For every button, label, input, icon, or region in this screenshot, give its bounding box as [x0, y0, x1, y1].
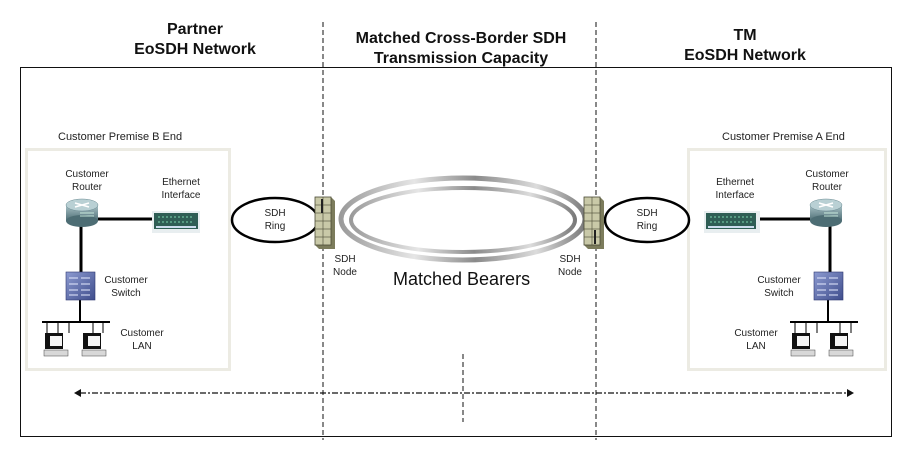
right-sdh-node-icon: [583, 196, 604, 249]
premise-a-title: Customer Premise A End: [722, 131, 845, 143]
right-switch-icon: [813, 271, 844, 301]
bearer-inner-ring: [349, 186, 577, 254]
customer-premise-a: [687, 148, 887, 371]
right-ethernet-interface-icon: [704, 211, 760, 233]
arrow-right-head-icon: [847, 389, 854, 397]
cross-border-header: Matched Cross-Border SDH Transmission Ca…: [330, 29, 592, 69]
network-frame: [20, 67, 892, 437]
header-line: Transmission Capacity: [373, 50, 549, 67]
right-sdh-ring: [603, 196, 691, 244]
tm-network-header: TM EoSDH Network: [660, 26, 830, 66]
left-ethernet-interface-icon: [152, 211, 200, 233]
partner-network-header: Partner EoSDH Network: [90, 20, 300, 60]
matched-bearers-label: Matched Bearers: [393, 269, 531, 289]
premise-b-title: Customer Premise B End: [58, 131, 183, 143]
header-line: EoSDH Network: [684, 47, 806, 64]
header-line: EoSDH Network: [134, 41, 256, 58]
left-sdh-node-icon: [314, 196, 335, 249]
header-line: Partner: [166, 21, 224, 38]
header-line: Matched Cross-Border SDH: [355, 30, 567, 47]
header-line: TM: [733, 27, 757, 44]
left-switch-icon: [65, 271, 96, 301]
left-router-icon: [65, 198, 99, 227]
bearer-outer-ring: [338, 175, 588, 263]
arrow-left-head-icon: [74, 389, 81, 397]
right-router-icon: [809, 198, 843, 227]
left-lan-pc-icon: [43, 333, 107, 357]
right-lan-pc-icon: [790, 333, 854, 357]
